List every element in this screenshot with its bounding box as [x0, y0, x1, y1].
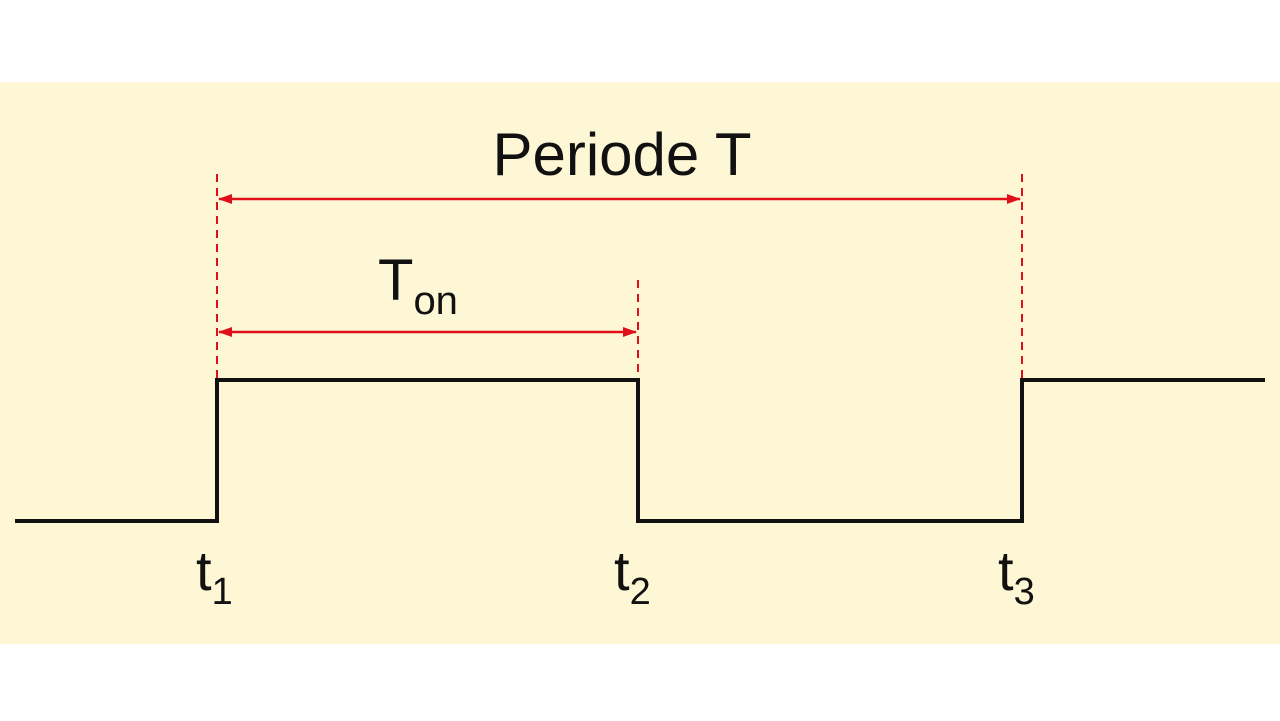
pwm-diagram: Periode T Ton t1 t2 t3	[0, 82, 1280, 644]
t2-label: t2	[614, 539, 651, 613]
t2-label-main: t	[614, 539, 630, 602]
period-label: Periode T	[492, 121, 751, 188]
panel-background	[0, 82, 1280, 644]
square-wave-signal	[15, 378, 1265, 523]
t3-label-sub: 3	[1014, 571, 1035, 613]
t1-label: t1	[196, 539, 233, 613]
t1-label-main: t	[196, 539, 212, 602]
ton-label-main: T	[378, 248, 413, 313]
ton-label: Ton	[378, 248, 458, 323]
t1-label-sub: 1	[212, 571, 233, 613]
t2-label-sub: 2	[630, 571, 651, 613]
t3-label-main: t	[998, 539, 1014, 602]
t3-label: t3	[998, 539, 1035, 613]
ton-label-sub: on	[413, 279, 458, 323]
